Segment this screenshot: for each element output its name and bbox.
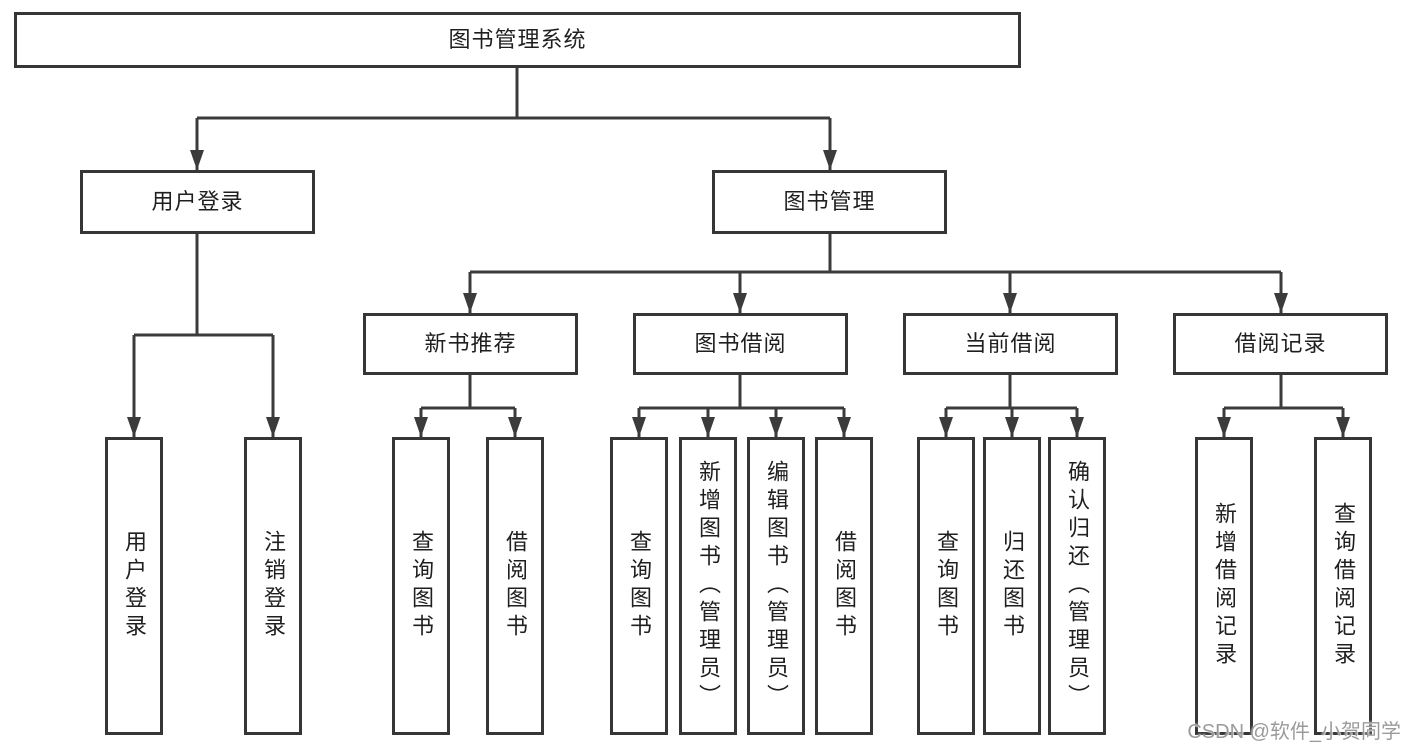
node-new-book-recommend: 新书推荐 bbox=[363, 313, 578, 375]
leaf-query-books-borrow: 查询图书 bbox=[610, 437, 668, 735]
leaf-borrow-books-recommend: 借阅图书 bbox=[486, 437, 544, 735]
leaf-return-books: 归还图书 bbox=[983, 437, 1041, 735]
leaf-user-login: 用户登录 bbox=[105, 437, 163, 735]
node-current-borrow: 当前借阅 bbox=[903, 313, 1118, 375]
leaf-borrow-books-borrow: 借阅图书 bbox=[815, 437, 873, 735]
node-user-login: 用户登录 bbox=[80, 170, 315, 234]
leaf-add-books-admin: 新增图书（管理员） bbox=[679, 437, 737, 735]
node-library-management-system: 图书管理系统 bbox=[14, 12, 1021, 68]
leaf-logout-login: 注销登录 bbox=[244, 437, 302, 735]
leaf-edit-books-admin: 编辑图书（管理员） bbox=[747, 437, 805, 735]
node-book-management: 图书管理 bbox=[712, 170, 947, 234]
leaf-query-borrow-record: 查询借阅记录 bbox=[1314, 437, 1372, 735]
leaf-add-borrow-record: 新增借阅记录 bbox=[1195, 437, 1253, 735]
leaf-query-books-recommend: 查询图书 bbox=[392, 437, 450, 735]
node-book-borrow: 图书借阅 bbox=[633, 313, 848, 375]
node-borrow-records: 借阅记录 bbox=[1173, 313, 1388, 375]
leaf-confirm-return-admin: 确认归还（管理员） bbox=[1048, 437, 1106, 735]
leaf-query-books-current: 查询图书 bbox=[917, 437, 975, 735]
